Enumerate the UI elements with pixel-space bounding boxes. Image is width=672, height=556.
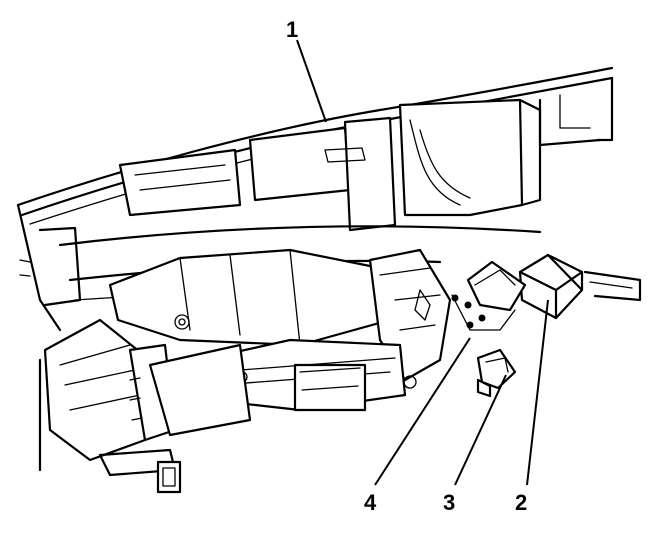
leader-1 <box>296 39 327 123</box>
electrical-connector-icon <box>451 260 527 331</box>
leader-4 <box>374 337 471 486</box>
callout-1: 1 <box>286 17 298 42</box>
callout-3: 3 <box>443 490 455 515</box>
callout-4: 4 <box>364 490 377 515</box>
module-box-icon <box>518 253 584 320</box>
mounting-bracket-icon <box>476 348 517 398</box>
leader-lines <box>296 39 549 486</box>
leader-2 <box>526 299 549 486</box>
instrument-panel-carrier-icon <box>16 66 614 494</box>
leader-3 <box>454 374 507 486</box>
callout-2: 2 <box>515 490 527 515</box>
